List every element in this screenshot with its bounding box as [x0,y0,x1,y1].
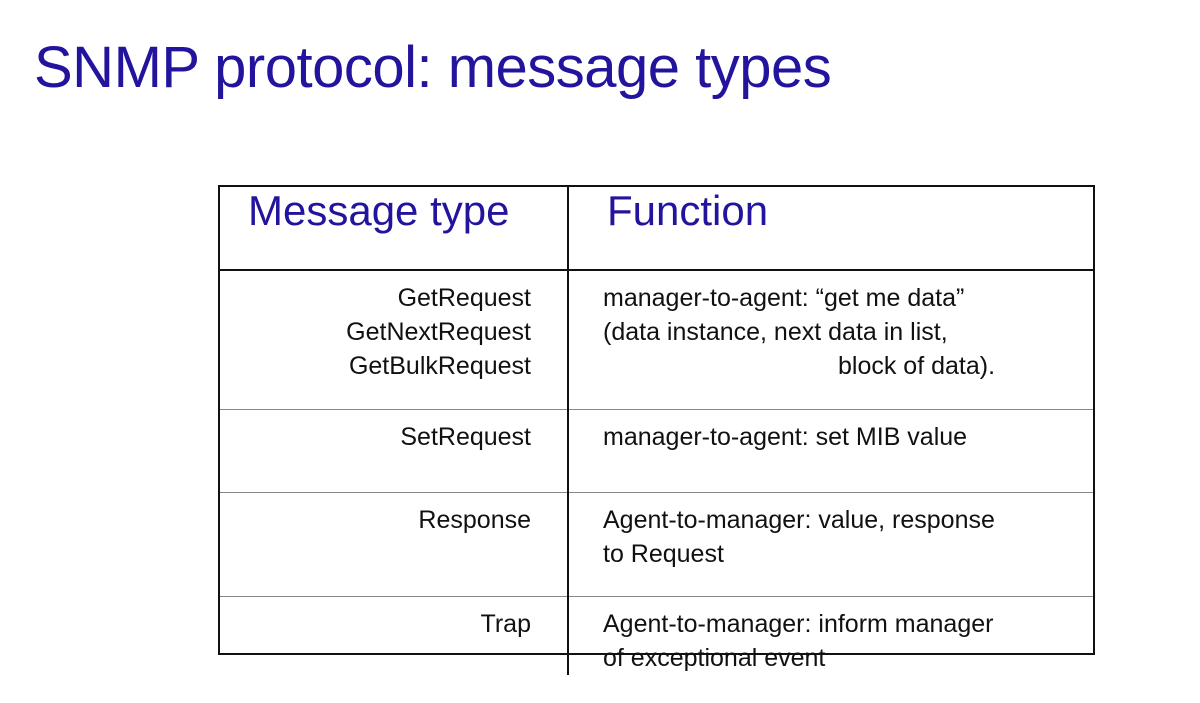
function-text-line: Agent-to-manager: value, response [603,506,995,534]
table-row: SetRequest manager-to-agent: set MIB val… [220,409,1093,493]
function-text-line: manager-to-agent: “get me data” [603,284,965,312]
message-type-cell: Response [220,492,569,597]
message-type-cell: Trap [220,596,569,675]
function-text-line: of exceptional event [603,644,826,672]
message-type-setrequest: SetRequest [400,423,531,451]
message-type-response: Response [418,506,531,534]
function-cell: manager-to-agent: set MIB value [568,409,1093,493]
function-text-line: to Request [603,540,724,568]
message-types-table: Message type Function GetRequest GetNext… [218,185,1095,675]
function-text-line: Agent-to-manager: inform manager [603,610,994,638]
function-cell: Agent-to-manager: inform manager of exce… [568,596,1093,675]
function-text-line: (data instance, next data in list, [603,318,948,346]
message-type-trap: Trap [480,610,531,638]
message-type-getbulkrequest: GetBulkRequest [348,352,531,380]
column-header-function: Function [568,187,1093,271]
table-row: GetRequest GetNextRequest GetBulkRequest… [220,270,1093,410]
slide-title: SNMP protocol: message types [34,35,832,100]
function-text-line: manager-to-agent: set MIB value [603,423,968,451]
function-cell: manager-to-agent: “get me data” (data in… [568,270,1093,410]
function-cell: Agent-to-manager: value, response to Req… [568,492,1093,597]
message-type-cell: SetRequest [220,409,569,493]
message-types-grid: Message type Function GetRequest GetNext… [220,187,1093,675]
table-header-row: Message type Function [220,187,1093,271]
message-type-getrequest: GetRequest [397,284,531,312]
table-row: Response Agent-to-manager: value, respon… [220,492,1093,597]
function-text-line: block of data). [838,352,996,380]
table-row: Trap Agent-to-manager: inform manager of… [220,596,1093,675]
message-type-cell: GetRequest GetNextRequest GetBulkRequest [220,270,569,410]
column-header-message-type: Message type [220,187,569,271]
message-type-getnextrequest: GetNextRequest [346,318,531,346]
